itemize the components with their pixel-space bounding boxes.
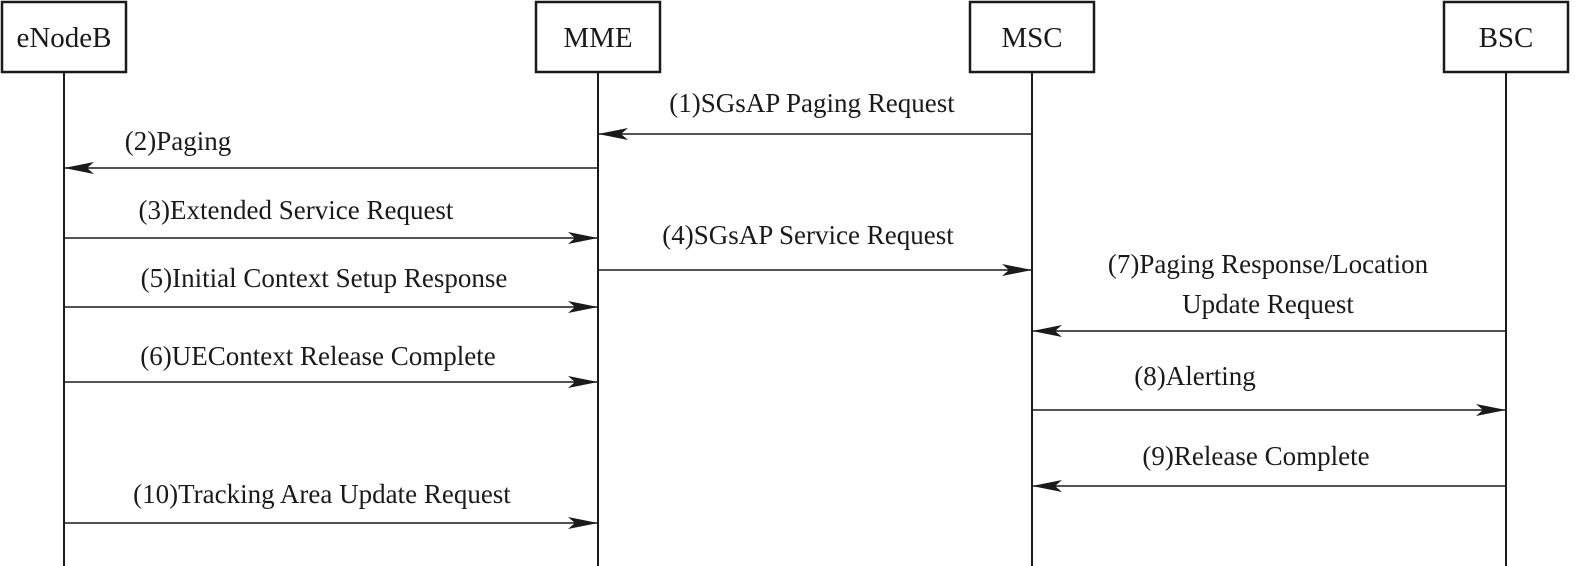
message-1: (1)SGsAP Paging Request: [598, 88, 1032, 140]
entity-box-msc: [968, 0, 1096, 74]
message-label-1: (1)SGsAP Paging Request: [669, 88, 955, 118]
message-label-5: (5)Initial Context Setup Response: [141, 263, 508, 293]
message-4: (4)SGsAP Service Request: [598, 220, 1032, 276]
entity-enb: eNodeB: [0, 0, 128, 74]
entities: eNodeB MME MSC BSC: [0, 0, 1570, 74]
message-10: (10)Tracking Area Update Request: [64, 479, 598, 529]
entity-label-mme: MME: [563, 22, 632, 54]
message-label-7-line-1: (7)Paging Response/Location: [1108, 249, 1429, 279]
message-label-4: (4)SGsAP Service Request: [662, 220, 954, 250]
message-label-3: (3)Extended Service Request: [139, 195, 454, 225]
messages: (1)SGsAP Paging Request (2)Paging (3)Exten…: [64, 88, 1506, 529]
lifelines: [63, 72, 1507, 566]
entity-mme: MME: [534, 0, 662, 74]
entity-msc: MSC: [968, 0, 1096, 74]
entity-label-msc: MSC: [1001, 22, 1062, 54]
entity-box-enb: [0, 0, 128, 74]
message-label-9: (9)Release Complete: [1142, 441, 1369, 471]
entity-box-mme: [534, 0, 662, 74]
message-label-10: (10)Tracking Area Update Request: [133, 479, 511, 509]
message-label-2: (2)Paging: [125, 126, 231, 156]
message-8: (8)Alerting: [1032, 361, 1506, 416]
entity-bsc: BSC: [1442, 0, 1570, 74]
entity-box-bsc: [1442, 0, 1570, 74]
entity-label-enb: eNodeB: [16, 22, 111, 54]
message-9: (9)Release Complete: [1032, 441, 1506, 492]
message-5: (5)Initial Context Setup Response: [64, 263, 598, 313]
message-6: (6)UEContext Release Complete: [64, 341, 598, 388]
message-label-7-line-2: Update Request: [1182, 289, 1354, 319]
message-label-6: (6)UEContext Release Complete: [140, 341, 495, 371]
message-label-8: (8)Alerting: [1134, 361, 1255, 391]
message-2: (2)Paging: [64, 126, 598, 174]
entity-label-bsc: BSC: [1479, 22, 1534, 54]
message-3: (3)Extended Service Request: [64, 195, 598, 244]
